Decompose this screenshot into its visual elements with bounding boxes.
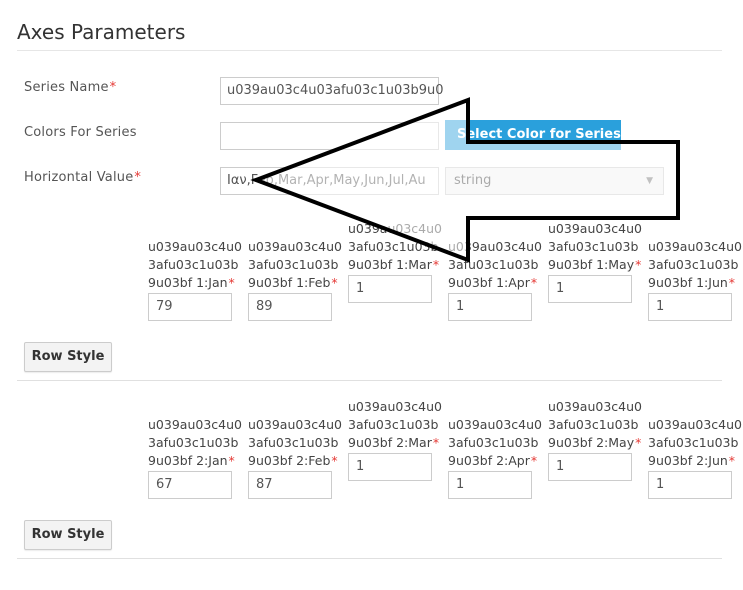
cell-input[interactable]: 89	[248, 293, 332, 321]
cell-label: u039au03c4u03afu03c1u03b9u03bf 2:May*	[548, 399, 642, 450]
horizontal-value-label: Horizontal Value*	[24, 170, 142, 185]
cell-label: u039au03c4u03afu03c1u03b9u03bf 2:Jan*	[148, 417, 242, 468]
type-select-value: string	[454, 173, 492, 188]
row1-cell-jan: u039au03c4u03afu03c1u03b9u03bf 1:Jan* 79	[148, 238, 243, 321]
cell-label: u039au03c4u03afu03c1u03b9u03bf 2:Feb*	[248, 417, 342, 468]
row1-cell-apr: u039au03c4u03afu03c1u03b9u03bf 1:Apr* 1	[448, 238, 543, 321]
row-divider	[17, 380, 722, 381]
cell-label: u039au03c4u03afu03c1u03b9u03bf 1:Feb*	[248, 239, 342, 290]
row1-cell-mar: u039au03c4u03afu03c1u03b9u03bf 1:Mar* 1	[348, 220, 443, 303]
series-name-input[interactable]: u039au03c4u03afu03c1u03b9u0	[220, 77, 444, 105]
cell-input[interactable]: 87	[248, 471, 332, 499]
cell-label: u039au03c4u03afu03c1u03b9u03bf 1:Jan*	[148, 239, 242, 290]
row2-cell-mar: u039au03c4u03afu03c1u03b9u03bf 2:Mar* 1	[348, 398, 443, 481]
cell-input[interactable]: 1	[448, 293, 532, 321]
cell-input[interactable]: 1	[348, 453, 432, 481]
row2-cell-apr: u039au03c4u03afu03c1u03b9u03bf 2:Apr* 1	[448, 416, 543, 499]
row1-cell-may: u039au03c4u03afu03c1u03b9u03bf 1:May* 1	[548, 220, 643, 303]
row2-cell-jun: u039au03c4u03afu03c1u03b9u03bf 2:Jun* 1	[648, 416, 742, 499]
cell-label: u039au03c4u03afu03c1u03b9u03bf 1:Mar*	[348, 221, 442, 272]
horizontal-value-input[interactable]: Ιαν,Feb,Mar,Apr,May,Jun,Jul,Au	[220, 167, 439, 195]
cell-label: u039au03c4u03afu03c1u03b9u03bf 1:Apr*	[448, 239, 542, 290]
row-style-button[interactable]: Row Style	[24, 342, 112, 372]
page-title: Axes Parameters	[17, 20, 186, 44]
cell-input[interactable]: 67	[148, 471, 232, 499]
cell-label: u039au03c4u03afu03c1u03b9u03bf 1:Jun*	[648, 239, 742, 290]
cell-input[interactable]: 1	[548, 275, 632, 303]
row-divider	[17, 558, 722, 559]
row2-cell-may: u039au03c4u03afu03c1u03b9u03bf 2:May* 1	[548, 398, 643, 481]
cell-input[interactable]: 79	[148, 293, 232, 321]
cell-label: u039au03c4u03afu03c1u03b9u03bf 2:Jun*	[648, 417, 742, 468]
cell-label: u039au03c4u03afu03c1u03b9u03bf 2:Mar*	[348, 399, 442, 450]
cell-input[interactable]: 1	[348, 275, 432, 303]
select-color-button[interactable]: Select Color for Series	[445, 120, 621, 150]
cell-label: u039au03c4u03afu03c1u03b9u03bf 1:May*	[548, 221, 642, 272]
row1-cell-jun: u039au03c4u03afu03c1u03b9u03bf 1:Jun* 1	[648, 238, 742, 321]
cell-input[interactable]: 1	[448, 471, 532, 499]
colors-input[interactable]	[220, 122, 439, 150]
cell-label: u039au03c4u03afu03c1u03b9u03bf 2:Apr*	[448, 417, 542, 468]
series-name-label: Series Name*	[24, 80, 117, 95]
row1-cell-feb: u039au03c4u03afu03c1u03b9u03bf 1:Feb* 89	[248, 238, 343, 321]
cell-input[interactable]: 1	[648, 293, 732, 321]
chevron-down-icon: ▼	[646, 176, 653, 186]
row2-cell-jan: u039au03c4u03afu03c1u03b9u03bf 2:Jan* 67	[148, 416, 243, 499]
row-style-button[interactable]: Row Style	[24, 520, 112, 550]
colors-label: Colors For Series	[24, 125, 137, 140]
cell-input[interactable]: 1	[648, 471, 732, 499]
cell-input[interactable]: 1	[548, 453, 632, 481]
title-divider	[17, 50, 722, 51]
type-select[interactable]: string ▼	[445, 167, 664, 195]
row2-cell-feb: u039au03c4u03afu03c1u03b9u03bf 2:Feb* 87	[248, 416, 343, 499]
